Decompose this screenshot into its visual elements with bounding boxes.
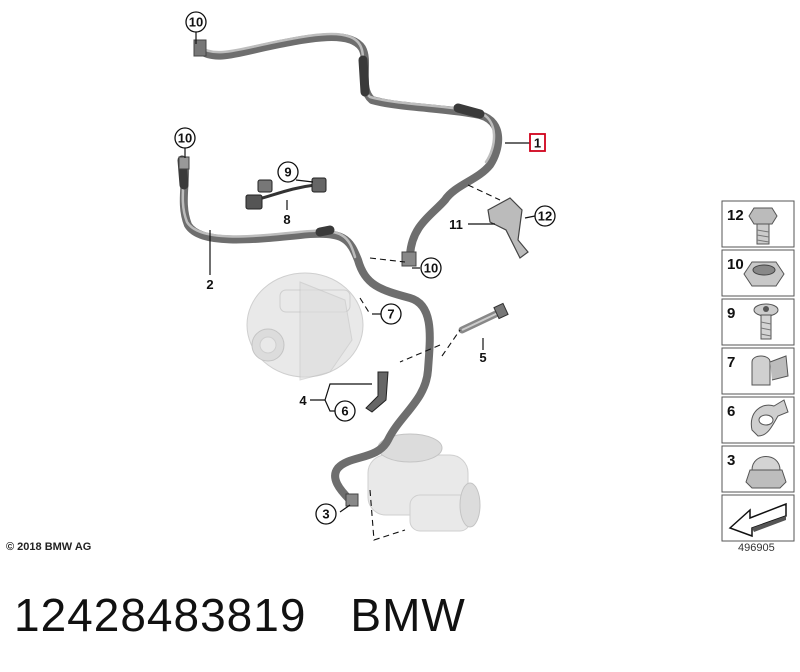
svg-text:5: 5 <box>479 350 486 365</box>
svg-text:10: 10 <box>424 261 438 276</box>
direction-arrow-icon <box>728 502 787 538</box>
svg-text:12: 12 <box>727 207 744 224</box>
part-number: 12428483819 <box>14 589 307 641</box>
sensor-cable-part-8 <box>245 177 327 210</box>
svg-text:9: 9 <box>727 305 735 322</box>
svg-text:6: 6 <box>727 403 735 420</box>
callout-6[interactable]: 6 <box>334 400 356 422</box>
svg-text:4: 4 <box>299 393 307 408</box>
svg-text:10: 10 <box>727 256 744 273</box>
clamp-part-6 <box>365 371 389 413</box>
svg-text:10: 10 <box>189 15 203 30</box>
hex-nut-icon <box>743 261 785 287</box>
callout-12[interactable]: 12 <box>534 205 556 227</box>
parts-legend: 12 10 9 <box>721 200 795 542</box>
legend-item-arrow[interactable] <box>721 494 795 542</box>
brand-name: BMW <box>350 589 466 641</box>
cable-part-1 <box>193 32 503 267</box>
legend-item-9[interactable]: 9 <box>721 298 795 346</box>
starter-motor-illustration <box>367 433 481 532</box>
callout-1[interactable]: 1 <box>529 133 546 152</box>
legend-item-3[interactable]: 3 <box>721 445 795 493</box>
svg-text:3: 3 <box>727 452 735 469</box>
cable-clamp-icon <box>750 399 789 437</box>
bolt-part-5 <box>458 302 509 334</box>
callout-2[interactable]: 2 <box>206 277 213 292</box>
part-caption: 12428483819 BMW <box>14 588 466 642</box>
svg-text:10: 10 <box>178 131 192 146</box>
legend-item-12[interactable]: 12 <box>721 200 795 248</box>
callout-3[interactable]: 3 <box>315 503 337 525</box>
callout-10-top[interactable]: 10 <box>185 11 207 33</box>
legend-item-7[interactable]: 7 <box>721 347 795 395</box>
bracket-part-11 <box>487 197 529 259</box>
svg-text:8: 8 <box>283 212 290 227</box>
callout-7[interactable]: 7 <box>380 303 402 325</box>
callout-8[interactable]: 8 <box>283 212 290 227</box>
callout-4[interactable]: 4 <box>299 393 307 408</box>
svg-text:1: 1 <box>534 136 541 151</box>
legend-item-10[interactable]: 10 <box>721 249 795 297</box>
copyright-text: © 2018 BMW AG <box>6 541 92 553</box>
callout-9[interactable]: 9 <box>277 161 299 183</box>
torx-screw-icon <box>753 303 779 340</box>
svg-text:9: 9 <box>284 165 291 180</box>
image-number: 496905 <box>738 542 775 554</box>
cable-clip-icon <box>751 355 789 386</box>
dashed-lines <box>359 184 501 541</box>
cable-part-2 <box>177 155 434 507</box>
legend-item-6[interactable]: 6 <box>721 396 795 444</box>
hex-bolt-icon <box>748 207 778 245</box>
callout-10-center[interactable]: 10 <box>420 257 442 279</box>
leader-lines <box>184 30 536 513</box>
callout-10-left[interactable]: 10 <box>174 127 196 149</box>
svg-text:2: 2 <box>206 277 213 292</box>
svg-text:12: 12 <box>538 209 552 224</box>
alternator-illustration <box>246 272 364 381</box>
svg-text:7: 7 <box>727 354 735 371</box>
callout-5[interactable]: 5 <box>479 350 486 365</box>
svg-text:7: 7 <box>387 307 394 322</box>
svg-text:3: 3 <box>322 507 329 522</box>
cap-nut-icon <box>745 456 787 489</box>
svg-text:11: 11 <box>449 217 463 232</box>
svg-text:6: 6 <box>341 404 348 419</box>
callout-11[interactable]: 11 <box>449 217 463 232</box>
